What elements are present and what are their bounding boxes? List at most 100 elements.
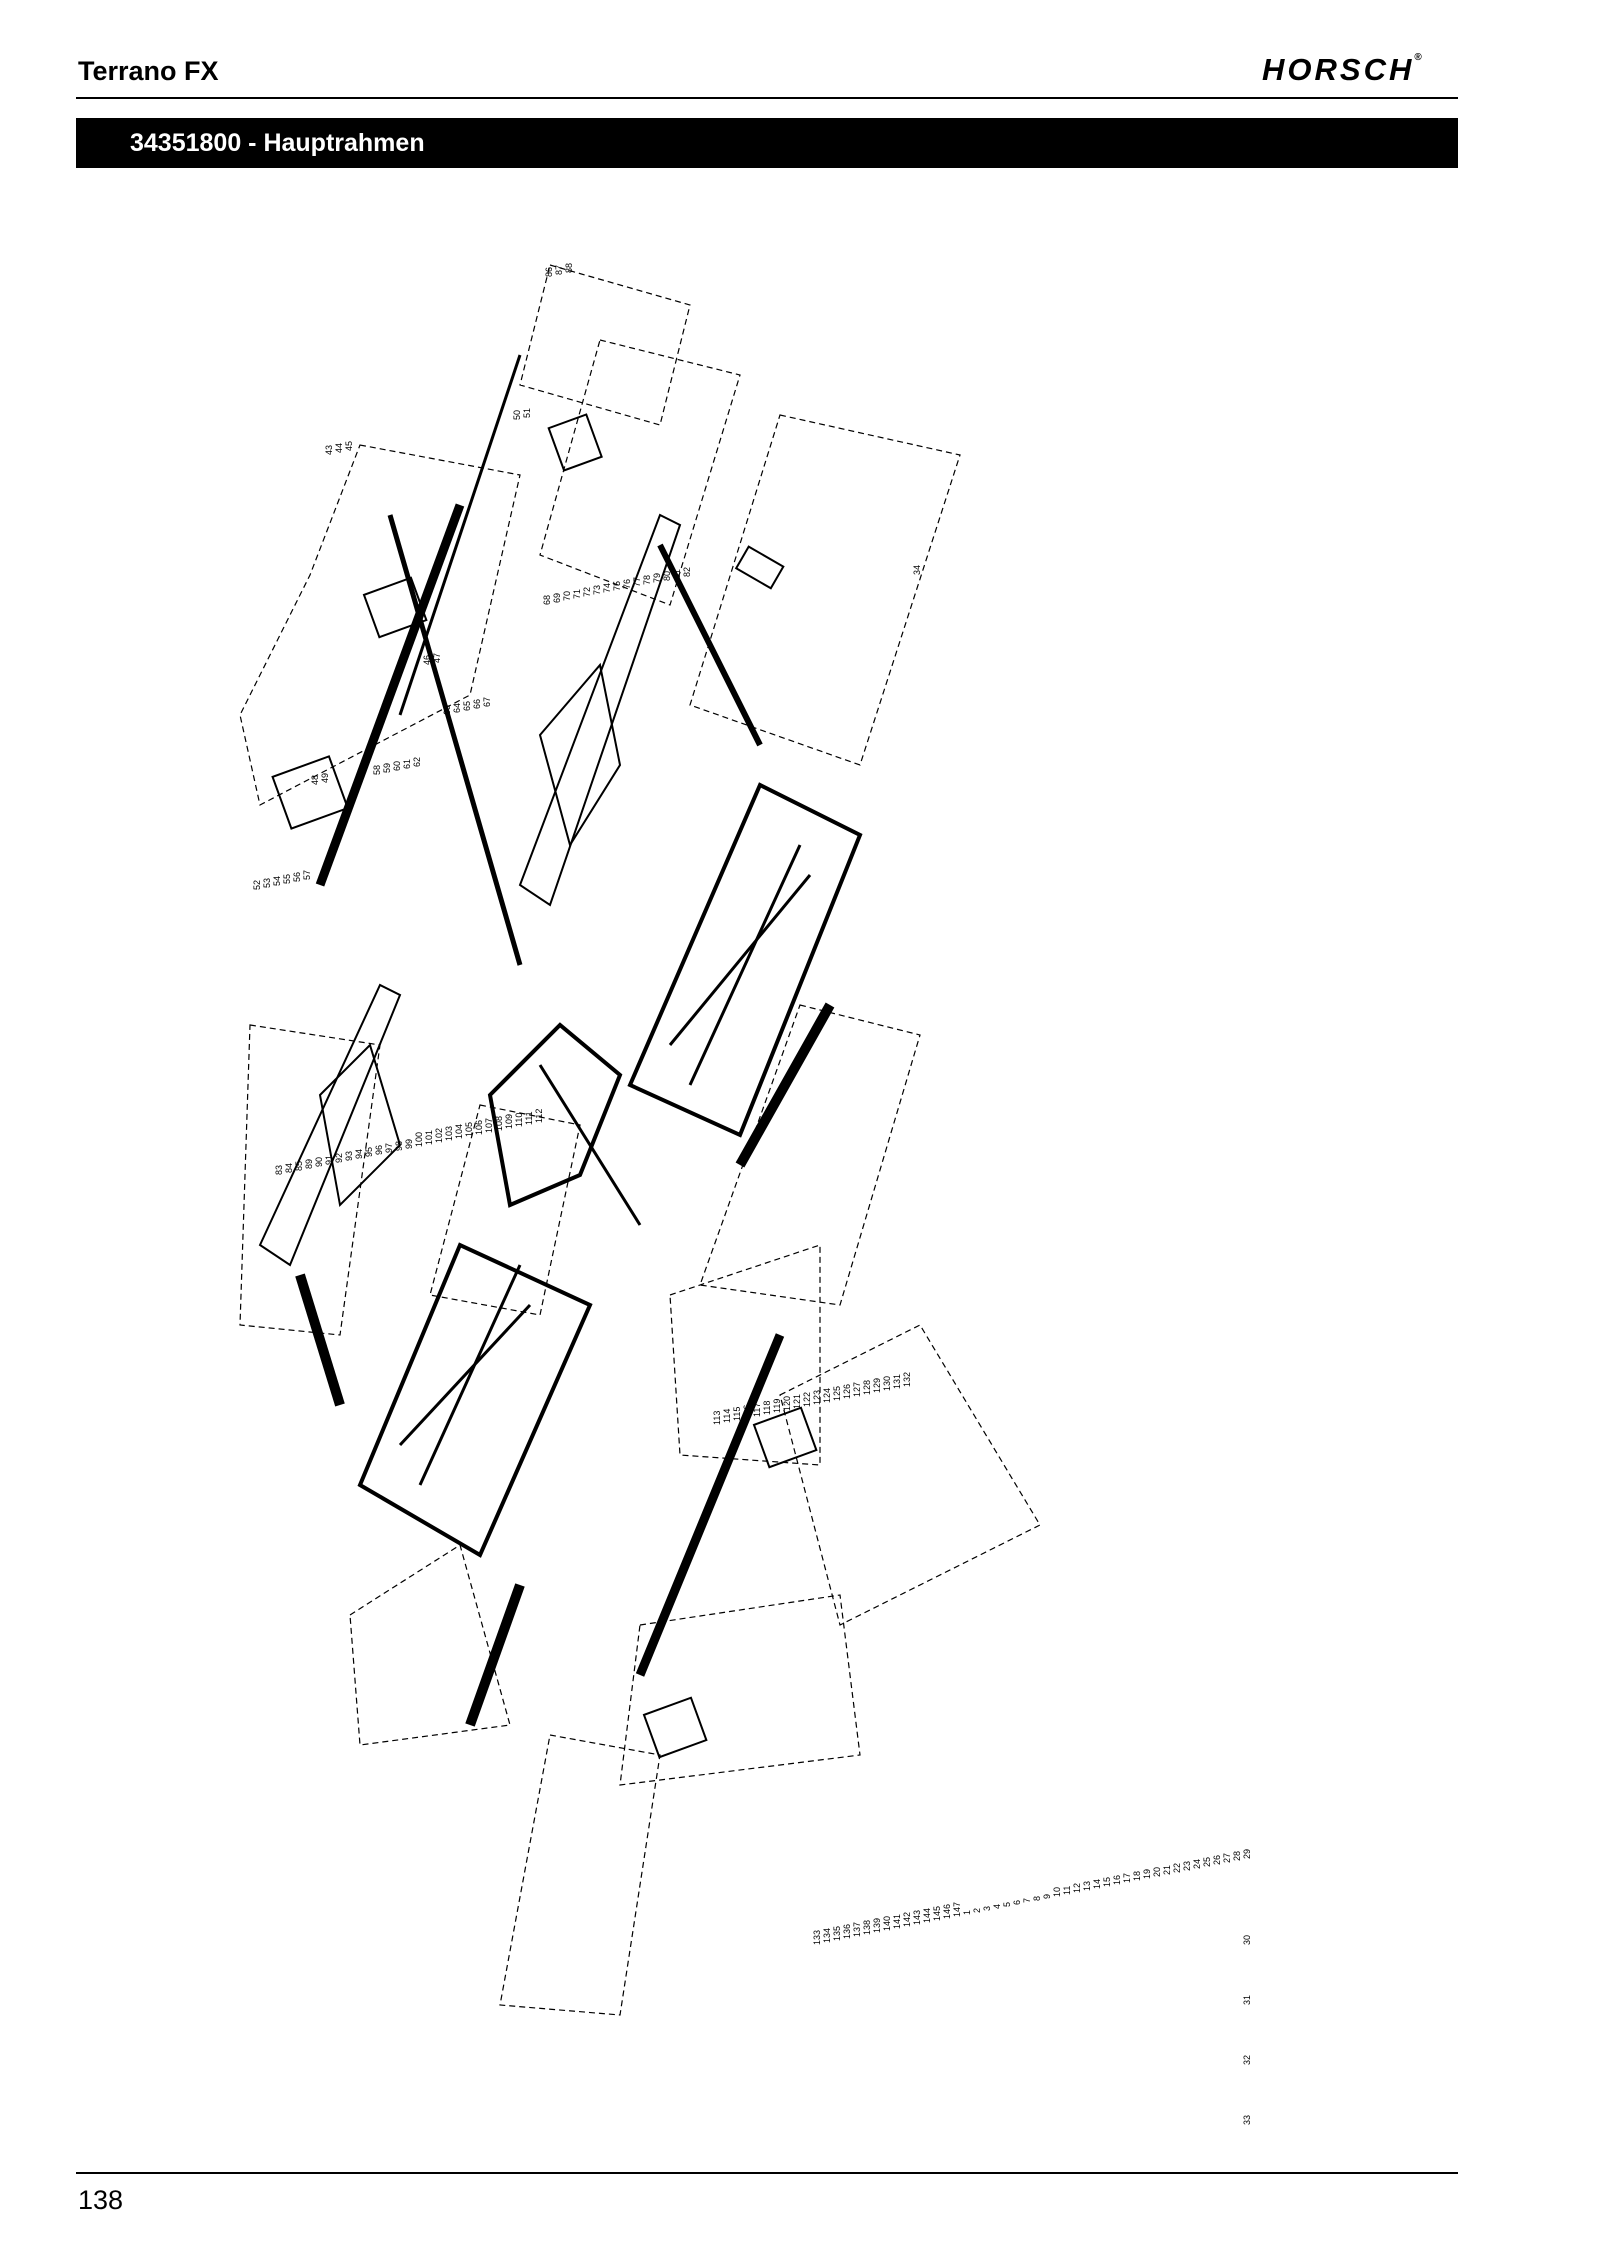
footer-divider (76, 2172, 1458, 2174)
part-label: 24 (1192, 1859, 1202, 1869)
part-label: 31 (1242, 1995, 1252, 2005)
part-label: 10 (1052, 1887, 1062, 1897)
part-label: 56 (292, 872, 302, 882)
group-outline (429, 1104, 581, 1316)
group-outline (239, 444, 521, 806)
part-label: 136 (842, 1924, 852, 1939)
part-label: 32 (1242, 2055, 1252, 2065)
part-label: 77 (632, 577, 642, 587)
part-label: 20 (1152, 1867, 1162, 1877)
part-label: 139 (872, 1918, 882, 1933)
part-label: 79 (652, 573, 662, 583)
part-label: 46 (422, 655, 432, 665)
part-label: 94 (354, 1149, 364, 1159)
horsch-logo: HORSCH® (1262, 52, 1425, 88)
main-beam (315, 503, 465, 887)
part-label: 78 (642, 575, 652, 585)
part-label: 116 (742, 1405, 752, 1419)
part-label: 121 (792, 1394, 802, 1409)
part-label: 98 (394, 1141, 404, 1151)
part-label: 44 (334, 443, 344, 453)
part-label: 83 (274, 1165, 284, 1175)
part-label: 63 (442, 705, 452, 715)
brand-name: HORSCH (1262, 52, 1415, 87)
part-label: 71 (572, 589, 582, 599)
part-label: 66 (472, 699, 482, 709)
part-label: 15 (1102, 1877, 1112, 1887)
part-label: 19 (1142, 1869, 1152, 1879)
part-label: 22 (1172, 1863, 1182, 1873)
part-label: 55 (282, 874, 292, 884)
part-label: 138 (862, 1920, 872, 1935)
part-label: 9 (1042, 1894, 1052, 1899)
plate (547, 413, 603, 472)
part-label: 29 (1242, 1849, 1252, 1859)
part-label-layer: 86 87 88 43 44 45 46 47 48 49 50 51 52 5… (252, 263, 1252, 2125)
group-outline (349, 1544, 511, 1746)
part-label: 141 (892, 1914, 902, 1929)
part-label: 87 (554, 265, 564, 275)
main-beam (635, 1333, 785, 1677)
part-label: 89 (304, 1159, 314, 1169)
part-label: 23 (1182, 1861, 1192, 1871)
part-label: 123 (812, 1390, 822, 1405)
part-label: 51 (522, 408, 532, 418)
part-label: 85 (294, 1161, 304, 1171)
arm-frame (258, 983, 402, 1267)
part-label: 72 (582, 587, 592, 597)
part-label: 69 (552, 593, 562, 603)
part-label: 70 (562, 591, 572, 601)
part-label: 103 (444, 1126, 454, 1141)
part-label: 101 (424, 1130, 434, 1145)
part-label: 59 (382, 763, 392, 773)
part-label: 145 (932, 1906, 942, 1921)
part-label: 125 (832, 1386, 842, 1401)
part-label: 126 (842, 1384, 852, 1399)
part-label: 11 (1062, 1886, 1072, 1895)
part-label: 131 (892, 1374, 902, 1389)
part-label: 80 (662, 571, 672, 581)
hydraulic-cylinder (657, 543, 763, 747)
frame-left-lower (357, 1242, 593, 1558)
page-number: 138 (78, 2185, 124, 2215)
part-label: 115 (732, 1407, 742, 1421)
part-label: 113 (712, 1411, 722, 1425)
part-label: 7 (1022, 1898, 1032, 1903)
part-label: 3 (982, 1906, 992, 1911)
part-label: 73 (592, 585, 602, 595)
part-label: 25 (1202, 1857, 1212, 1867)
exploded-parts-drawing: 86 87 88 43 44 45 46 47 48 49 50 51 52 5… (239, 263, 1252, 2125)
plate (752, 1406, 818, 1469)
part-label: 129 (872, 1378, 882, 1393)
plate (362, 576, 428, 639)
part-label: 76 (622, 579, 632, 589)
group-outline (619, 1594, 861, 1786)
part-label: 104 (454, 1124, 464, 1139)
part-label: 58 (372, 765, 382, 775)
part-label: 8 (1032, 1896, 1042, 1901)
part-label: 52 (252, 880, 262, 890)
part-label: 17 (1122, 1873, 1132, 1883)
frame-right-upper (627, 782, 863, 1138)
section-separator: - (241, 129, 264, 157)
part-label: 61 (402, 759, 412, 769)
part-label: 84 (284, 1163, 294, 1173)
part-label: 49 (320, 773, 330, 783)
part-label: 86 (544, 267, 554, 277)
arm-frame (518, 513, 682, 907)
group-outline (669, 1244, 821, 1466)
part-label: 50 (512, 410, 522, 420)
secondary-beam (398, 354, 522, 716)
group-outline (499, 1734, 661, 2016)
part-label: 117 (752, 1403, 762, 1417)
part-label: 122 (802, 1392, 812, 1407)
section-part-number: 34351800 (130, 129, 242, 157)
part-label: 135 (832, 1926, 842, 1941)
bracket (734, 545, 785, 590)
group-outline (699, 1004, 921, 1306)
header-divider (76, 97, 1458, 99)
part-label: 47 (432, 653, 442, 663)
part-label: 13 (1082, 1881, 1092, 1891)
section-title: Hauptrahmen (263, 129, 425, 157)
part-label: 45 (344, 441, 354, 451)
